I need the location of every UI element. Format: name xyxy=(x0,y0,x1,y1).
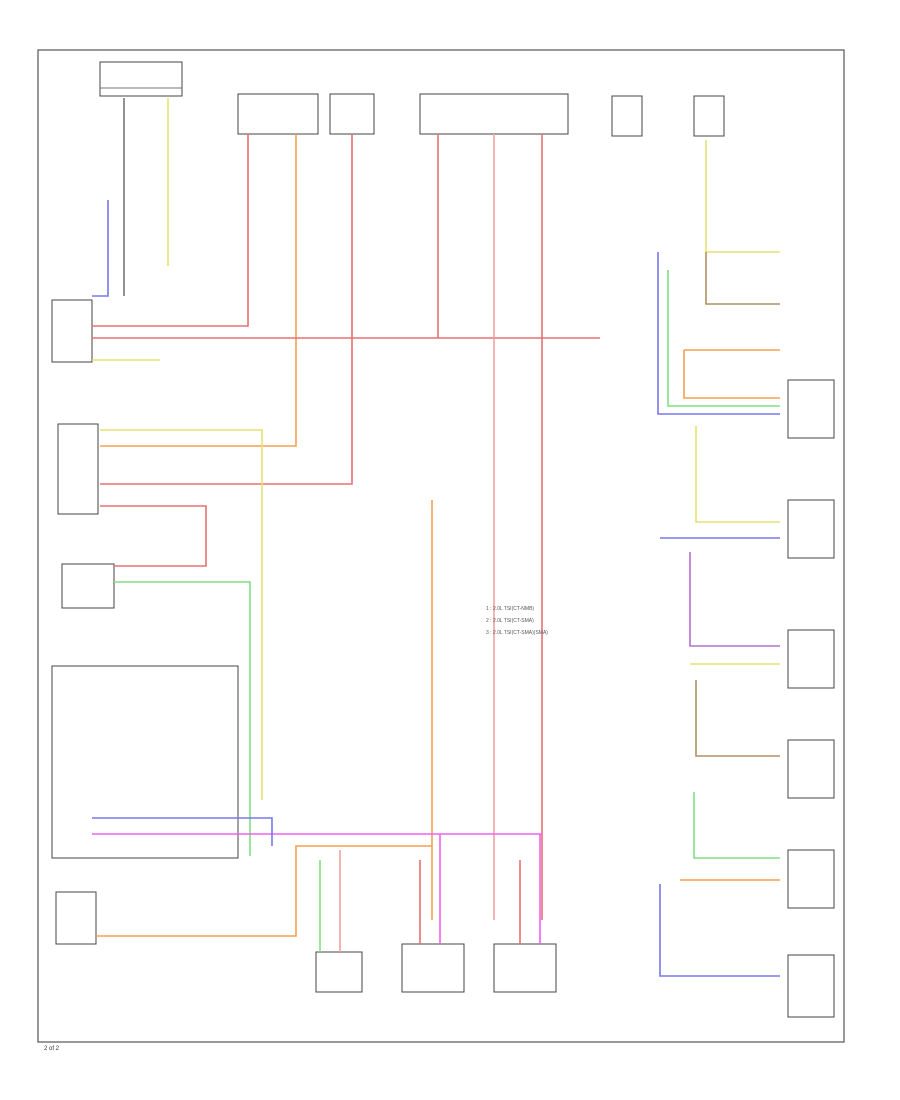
page-number: 2 of 2 xyxy=(44,1046,60,1052)
fuse-blocks-top xyxy=(237,93,725,137)
left-connectors xyxy=(51,299,239,945)
legend-line-1: 1 : 2.0L TSI(CT-NMB) xyxy=(486,606,534,612)
legend-line-3: 3 : 2.0L TSI(CT-SMA)(SMA) xyxy=(486,630,548,636)
diagram-legend: 1 : 2.0L TSI(CT-NMB) 2 : 2.0L TSI(CT-SMA… xyxy=(486,606,548,636)
ac-compressor-control-unit xyxy=(99,61,183,97)
right-components xyxy=(787,379,835,1018)
bottom-components xyxy=(315,943,557,993)
diagram-frame xyxy=(37,49,845,1043)
legend-line-2: 2 : 2.0L TSI(CT-SMA) xyxy=(486,618,534,624)
